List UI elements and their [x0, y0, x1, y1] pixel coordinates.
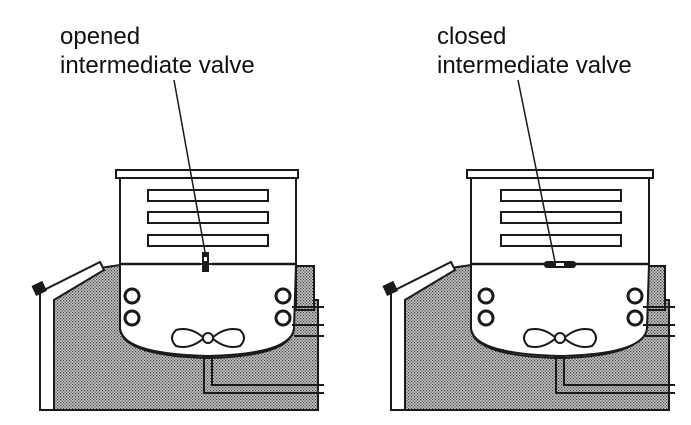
slat: [500, 234, 622, 247]
button-icon: [274, 309, 292, 327]
apparatus-opened: [31, 79, 324, 411]
drain-pipe: [555, 356, 675, 394]
button-icon: [31, 280, 47, 296]
button-icon: [477, 287, 495, 305]
side-panel: [39, 260, 106, 411]
label-opened-line1: opened: [60, 23, 141, 50]
slat: [147, 211, 269, 224]
button-icon: [382, 280, 398, 296]
apparatus-closed: [382, 79, 675, 411]
lid: [466, 169, 654, 179]
fan-icon: [171, 328, 245, 348]
lid: [115, 169, 299, 179]
slat: [500, 211, 622, 224]
button-icon: [626, 309, 644, 327]
side-column: [295, 265, 315, 311]
button-icon: [123, 287, 141, 305]
lower-chamber: [470, 263, 651, 358]
button-icon: [274, 287, 292, 305]
slat: [500, 189, 622, 202]
side-panel: [390, 260, 457, 411]
button-icon: [477, 309, 495, 327]
label-closed-line2: intermediate valve: [437, 52, 632, 79]
lower-chamber: [119, 263, 298, 358]
valve-icon: [202, 252, 209, 272]
button-icon: [123, 309, 141, 327]
label-opened-line2: intermediate valve: [60, 52, 255, 79]
button-icon: [626, 287, 644, 305]
slat: [147, 234, 269, 247]
label-closed-line1: closed: [437, 23, 507, 50]
slat: [147, 189, 269, 202]
label-opened-valve: opened intermediate valve: [60, 22, 255, 80]
pointer-line: [517, 79, 556, 263]
label-closed-valve: closed intermediate valve: [437, 22, 632, 80]
fan-icon: [523, 328, 597, 348]
pointer-line: [173, 79, 206, 253]
drain-pipe: [203, 356, 324, 394]
